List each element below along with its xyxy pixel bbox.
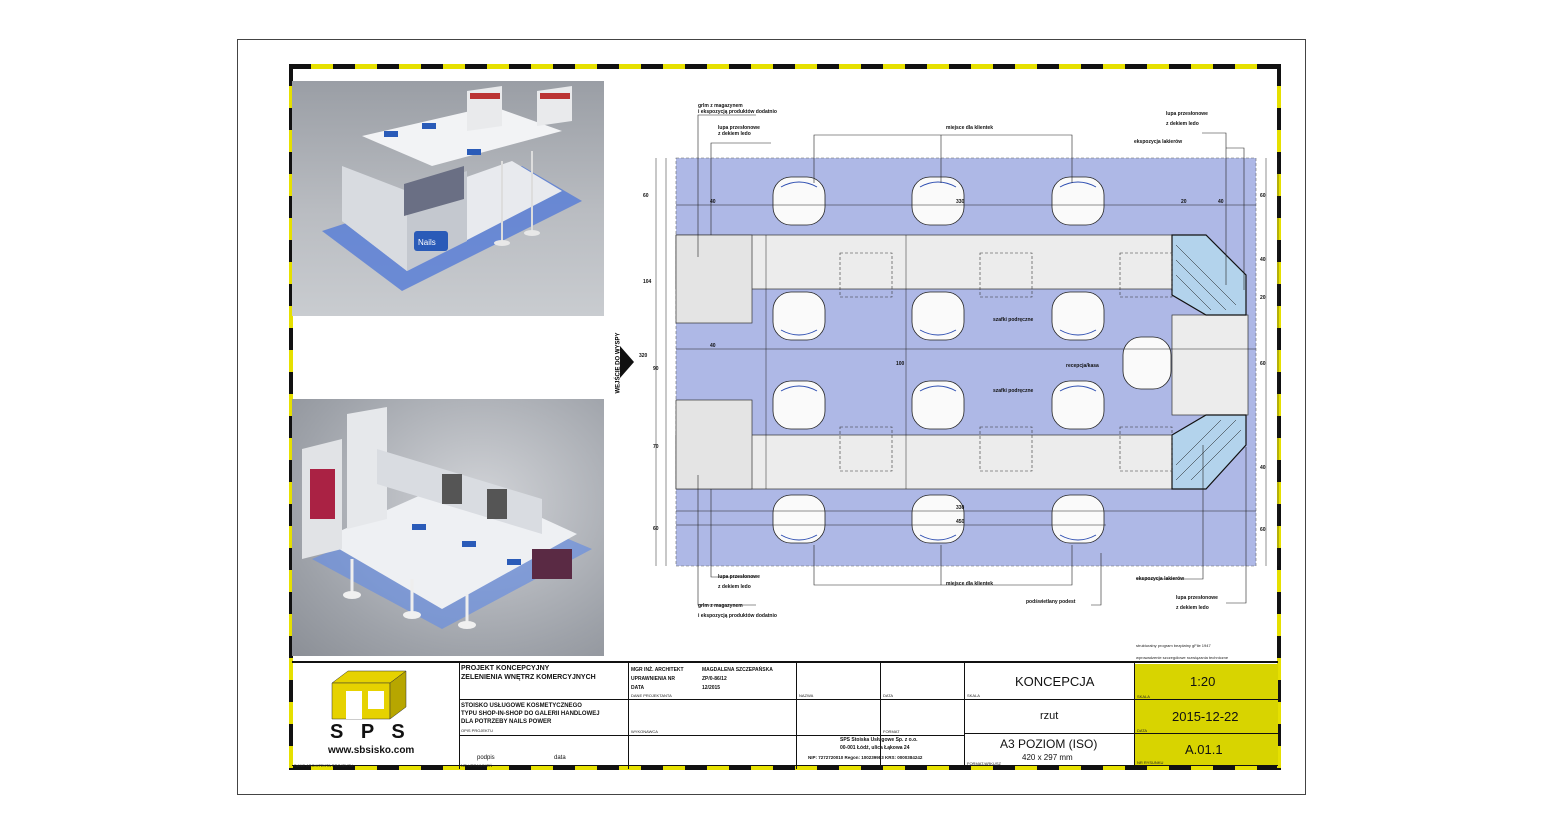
label-szafki-2: szafki podręczne (993, 388, 1034, 394)
dim-top-20: 20 (1181, 199, 1187, 205)
col-caption-3: DATA (883, 693, 894, 698)
data-label: DATA (631, 685, 645, 691)
label-lustro-top-left: lupa przesłonowe (718, 125, 760, 131)
logo-text: S P S (330, 721, 411, 743)
hazard-stripe-bottom (289, 765, 1281, 770)
dim-left-70: 70 (653, 444, 659, 450)
logo-url: www.sbsisko.com (328, 745, 415, 756)
cap-scale: SKALA (1137, 694, 1150, 699)
dim-right-20: 20 (1260, 295, 1266, 301)
dim-bot-330: 330 (956, 505, 965, 511)
cap-sheet: NR RYSUNKU (1137, 760, 1164, 765)
label-recepcja: recepcja/kasa (1066, 363, 1099, 369)
col-caption-1: DANE PROJEKTANTA (631, 693, 672, 698)
render-image-1: Nails (322, 86, 582, 291)
dim-right-40a: 40 (1260, 257, 1266, 263)
sign-label-1: podpis (477, 755, 495, 761)
hazard-stripe-top (289, 64, 1281, 69)
drawing-sheet (289, 64, 1281, 770)
col-caption-4: SKALA (967, 693, 980, 698)
desc-line-2: TYPU SHOP-IN-SHOP DO GALERII HANDLOWEJ (461, 711, 600, 717)
dim-top-330: 330 (956, 199, 965, 205)
foot-caption-1: DANE ARCHITEKTA PROJEKTU (294, 763, 354, 768)
scale-value: 1:20 (1190, 674, 1216, 689)
dim-mid-100: 100 (896, 361, 905, 367)
uprawnienia-value: ZP/0-86/12 (702, 676, 727, 682)
dim-right-40b: 40 (1260, 465, 1266, 471)
label-podest: podświetlany podest (1026, 599, 1076, 605)
date-value: 2015-12-22 (1172, 709, 1239, 724)
company-address: 00-001 Łódź, ulica Łąkowa 24 (840, 745, 910, 751)
desc-line-1: STOISKO USŁUGOWE KOSMETYCZNEGO (461, 703, 582, 709)
cap-format: FORMAT/ARKUSZ (967, 761, 1001, 766)
label-ekspozycja-top: ekspozycja lakierów (1134, 139, 1182, 145)
data-value: 12/2015 (702, 685, 721, 691)
uprawnienia-label: UPRAWNIENIA NR (631, 676, 675, 682)
sign-label-2: data (554, 755, 566, 761)
foot-caption-2: NR UPRAWNIEŃ (461, 763, 493, 768)
cap-date: DATA (1137, 728, 1148, 733)
label-lustro-bot-left: lupa przesłonowe (718, 574, 760, 580)
dim-top-40: 40 (710, 199, 716, 205)
date-cell (1135, 700, 1278, 733)
desc-caption: OPIS PROJEKTU (461, 728, 494, 733)
render-sign-text: Nails (418, 238, 436, 247)
label-lustro-bot-right: lupa przesłonowe (1176, 595, 1218, 601)
label-lustro-bot-right-2: z dekiem ledo (1176, 605, 1209, 611)
project-title-2: ZELENIENIA WNĘTRZ KOMERCYJNYCH (461, 674, 596, 681)
label-blat-bot-2: i ekspozycją produktów dodatnio (698, 613, 777, 619)
label-miejsce-top: miejsce dla klientek (946, 125, 993, 131)
dim-top-40b: 40 (1218, 199, 1224, 205)
title-block: S P S www.sbsisko.com PROJEKT KONCEPCYJN… (292, 661, 1278, 769)
label-lustro-top-right: lupa przesłonowe (1166, 111, 1208, 117)
sheet-number: A.01.1 (1185, 742, 1223, 757)
label-blat-bot: grlm z magazynem (698, 603, 743, 609)
label-miejsce-bot: miejsce dla klientek (946, 581, 993, 587)
architect-name: MAGDALENA SZCZEPAŃSKA (702, 667, 773, 673)
render-view-2 (292, 399, 604, 656)
dim-left-104: 104 (643, 279, 652, 285)
col-caption-5: FORMAT (883, 729, 900, 734)
hazard-stripe-left (289, 64, 293, 770)
note-1: strukturalny program bezpłatny gFile 194… (1136, 643, 1211, 648)
note-2: wprowadzenie szczegółowe rozwiązania tec… (1136, 655, 1229, 660)
koncepcja-label: KONCEPCJA (1015, 674, 1095, 689)
sps-logo-icon (331, 670, 407, 720)
label-lustro-top-left-2: z dekiem ledo (718, 131, 751, 137)
render-image-2 (302, 407, 592, 629)
col-caption-6: WYKONAWCA (631, 729, 658, 734)
sheet-cell (1135, 734, 1278, 765)
label-blat-top-2: i ekspozycją produktów dodatnio (698, 109, 777, 115)
col-caption-2: NAZWA (799, 693, 814, 698)
scale-cell (1135, 664, 1278, 699)
dim-bot-450: 450 (956, 519, 965, 525)
company-ids: NIP: 7272720010 Regon: 100239983 KRS: 00… (808, 755, 923, 760)
hazard-stripe-right (1277, 64, 1281, 770)
drawing-frame (237, 39, 1306, 795)
dim-left-60b: 60 (653, 526, 659, 532)
dim-mid-40: 40 (710, 343, 716, 349)
render-view-1: Nails (292, 81, 604, 316)
floor-plan: grlm z magazynem i ekspozycją produktów … (639, 103, 1279, 619)
label-lustro-bot-left-2: z dekiem ledo (718, 584, 751, 590)
format-label: A3 POZIOM (ISO) (1000, 737, 1098, 751)
dim-right-60a: 60 (1260, 193, 1266, 199)
format-size: 420 x 297 mm (1022, 753, 1073, 762)
label-blat-top: grlm z magazynem (698, 103, 743, 109)
rzut-label: rzut (1040, 710, 1059, 722)
label-szafki-1: szafki podręczne (993, 317, 1034, 323)
dim-left-90: 90 (653, 366, 659, 372)
dim-left-total: 320 (639, 353, 648, 359)
label-lustro-top-right-2: z dekiem ledo (1166, 121, 1199, 127)
architect-label: MGR INŻ. ARCHITEKT (631, 667, 684, 673)
dim-left-60a: 60 (643, 193, 649, 199)
label-ekspozycja-bot: ekspozycja lakierów (1136, 576, 1184, 582)
dim-right-60c: 60 (1260, 527, 1266, 533)
desc-line-3: DLA POTRZEBY NAILS POWER (461, 719, 552, 725)
dim-right-60b: 60 (1260, 361, 1266, 367)
entrance-arrow-icon (620, 346, 634, 378)
company-name: SPS Stoiska Usługowe Sp. z o.o. (840, 737, 918, 743)
project-title: PROJEKT KONCEPCYJNY (461, 665, 550, 672)
